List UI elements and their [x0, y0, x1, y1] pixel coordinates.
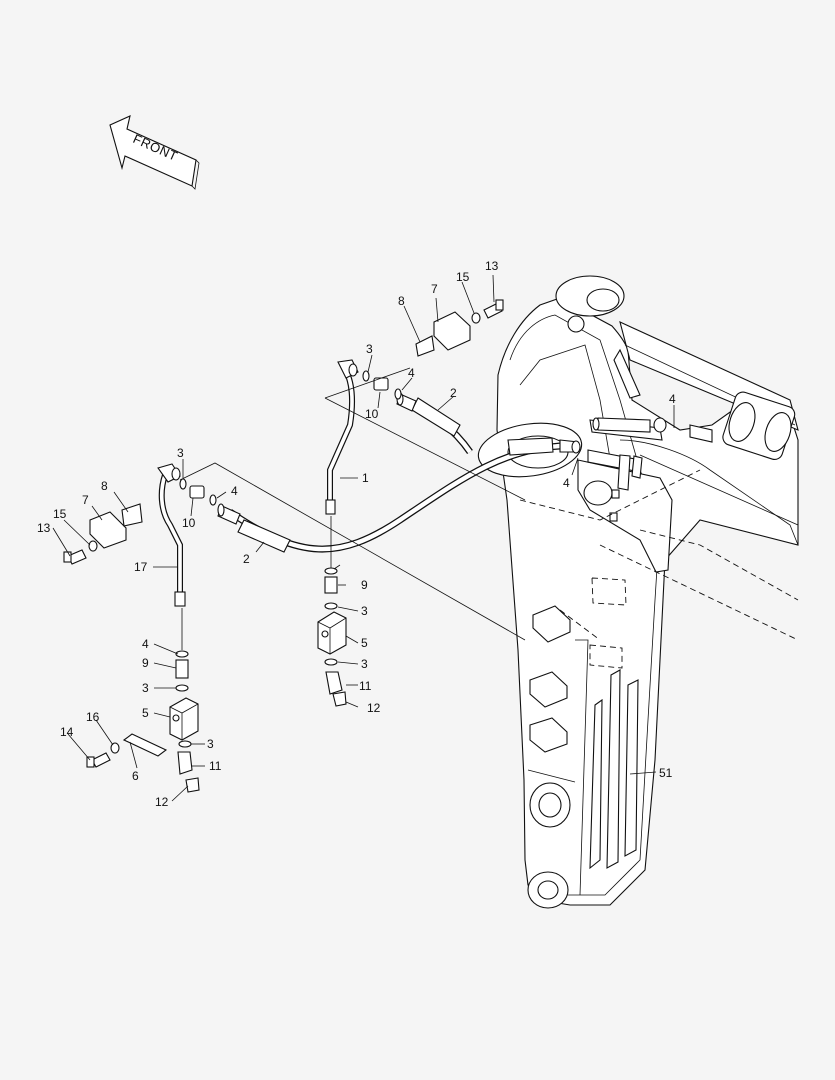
- callout-1: 1: [362, 471, 369, 485]
- callout-leaders: [52, 274, 675, 802]
- callout-3: 3: [177, 446, 184, 460]
- hydraulic-hose-upper: [396, 392, 651, 455]
- front-arrow-icon: FRONT: [109, 115, 200, 190]
- callout-3: 3: [361, 657, 368, 671]
- clamp-upper: [415, 299, 504, 357]
- boom-arm: [477, 275, 799, 909]
- callout-2: 2: [243, 552, 250, 566]
- callout-3: 3: [207, 737, 214, 751]
- callout-8: 8: [398, 294, 405, 308]
- callout-labels: 1315783410214434108715132174939353111253…: [37, 259, 676, 809]
- callout-4: 4: [408, 366, 415, 380]
- fittings: [169, 370, 402, 793]
- callout-7: 7: [82, 493, 89, 507]
- clamp-left: [63, 503, 143, 565]
- callout-10: 10: [182, 516, 196, 530]
- callout-6: 6: [132, 769, 139, 783]
- callout-8: 8: [101, 479, 108, 493]
- callout-9: 9: [142, 656, 149, 670]
- callout-4: 4: [563, 476, 570, 490]
- callout-13: 13: [485, 259, 499, 273]
- callout-2: 2: [450, 386, 457, 400]
- callout-14: 14: [60, 725, 74, 739]
- callout-7: 7: [431, 282, 438, 296]
- callout-4: 4: [669, 392, 676, 406]
- clamp-bottom: [86, 733, 168, 768]
- callout-10: 10: [365, 407, 379, 421]
- callout-17: 17: [134, 560, 148, 574]
- callout-11: 11: [359, 679, 372, 693]
- callout-15: 15: [53, 507, 67, 521]
- callout-4: 4: [142, 637, 149, 651]
- callout-16: 16: [86, 710, 100, 724]
- reference-lines: [179, 367, 526, 650]
- callout-5: 5: [361, 636, 368, 650]
- callout-4: 4: [231, 484, 238, 498]
- callout-3: 3: [366, 342, 373, 356]
- callout-9: 9: [361, 578, 368, 592]
- callout-13: 13: [37, 521, 51, 535]
- callout-11: 11: [209, 759, 222, 773]
- steel-pipe-17: [157, 463, 186, 607]
- callout-12: 12: [367, 701, 381, 715]
- callout-51: 51: [659, 766, 673, 780]
- callout-12: 12: [155, 795, 169, 809]
- callout-15: 15: [456, 270, 470, 284]
- hydraulic-hose: [217, 437, 581, 553]
- callout-3: 3: [361, 604, 368, 618]
- callout-3: 3: [142, 681, 149, 695]
- steel-pipe-1: [325, 359, 359, 515]
- callout-5: 5: [142, 706, 149, 720]
